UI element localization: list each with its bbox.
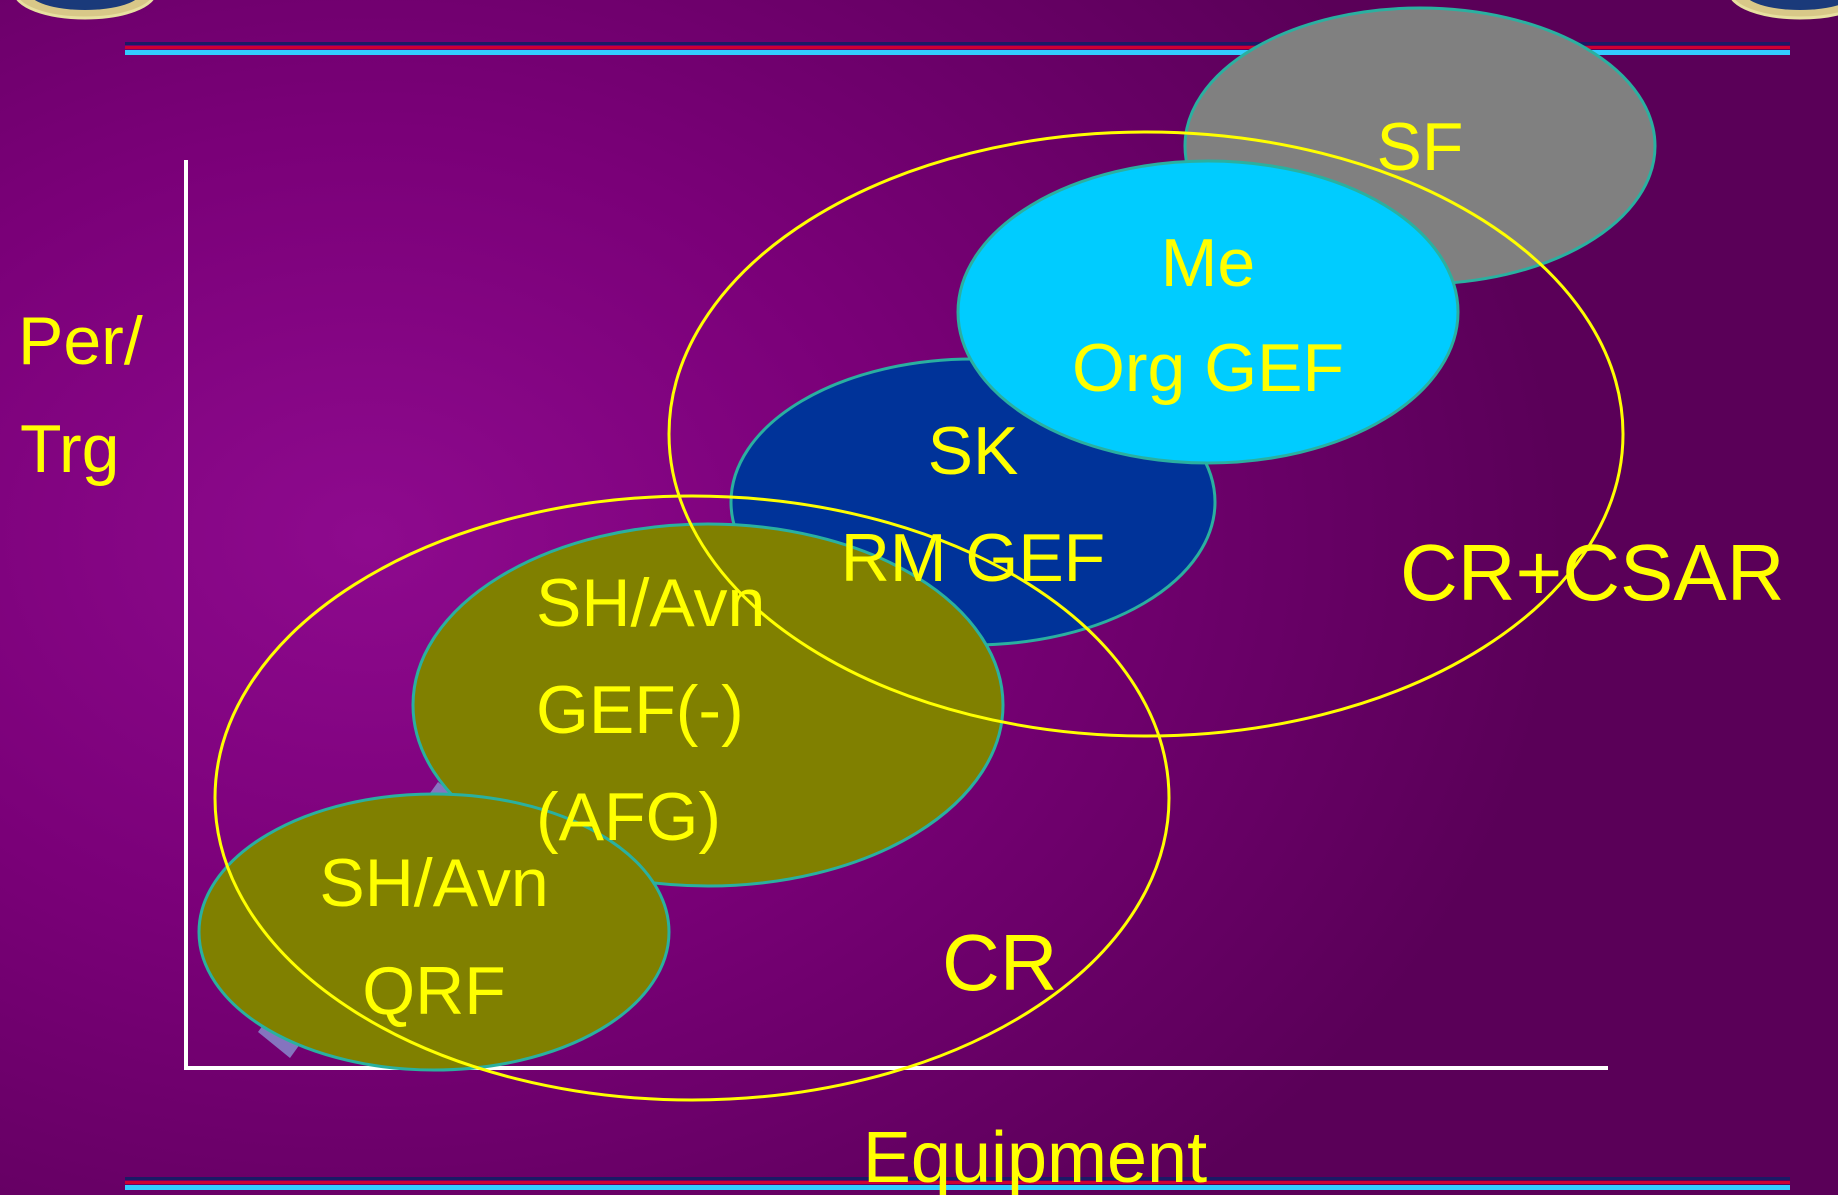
sh-qrf-label-line2: QRF [362,953,506,1029]
sk-label-line2: RM GEF [841,520,1105,596]
cr-ring-label: CR [942,918,1058,1007]
sk-label-line1: SK [928,413,1019,489]
sh-gef-label-line3: (AFG) [536,779,721,855]
cr-csar-ring-label: CR+CSAR [1400,528,1785,617]
y-axis-label-line2: Trg [20,411,119,487]
me-label-line1: Me [1161,225,1255,301]
emblem-right-icon [1731,0,1838,20]
bottom-border [125,1177,1790,1190]
me-label-line2: Org GEF [1072,330,1344,406]
x-axis-label: Equipment [863,1118,1207,1195]
top-border [125,42,1790,55]
sf-label: SF [1377,109,1464,185]
sh-gef-bubble [411,522,1005,888]
me-bubble [956,159,1460,465]
cr-csar-ring [667,130,1625,738]
cr-ring [213,494,1171,1102]
y-axis-label-line1: Per/ [18,303,143,379]
sh-qrf-label-line1: SH/Avn [319,845,548,921]
emblem-left-icon [16,0,154,20]
sh-gef-label-line2: GEF(-) [536,672,744,748]
sh-gef-label-line1: SH/Avn [536,565,765,641]
sh-qrf-bubble [197,792,671,1072]
